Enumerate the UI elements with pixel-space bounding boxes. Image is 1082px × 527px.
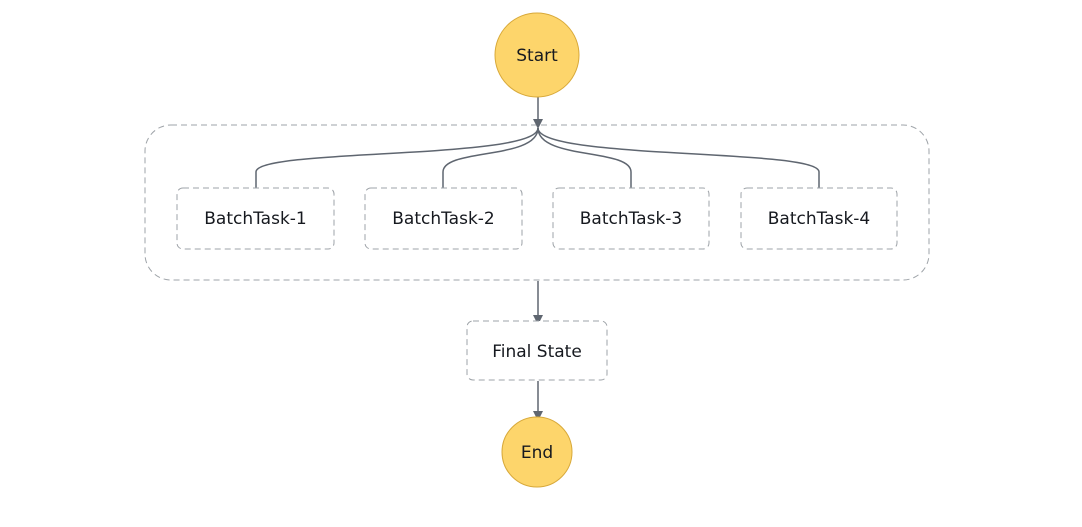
batchtask-1-box <box>176 187 335 250</box>
batchtask-3-label: BatchTask-3 <box>580 209 683 229</box>
batchtask-2-box <box>364 187 523 250</box>
batchtask-2-node[interactable]: BatchTask-2 <box>364 187 523 250</box>
start-circle <box>494 12 580 98</box>
batchtask-1-node[interactable]: BatchTask-1 <box>176 187 335 250</box>
end-node[interactable]: End <box>501 416 573 488</box>
batchtask-1-label: BatchTask-1 <box>204 209 307 229</box>
batchtask-4-box <box>740 187 898 250</box>
edge-fork-to-batchtask-3 <box>537 127 632 188</box>
edge-fork-to-batchtask-1 <box>255 127 539 188</box>
batchtask-3-node[interactable]: BatchTask-3 <box>552 187 710 250</box>
batchtask-2-label: BatchTask-2 <box>392 209 495 229</box>
batchtask-4-label: BatchTask-4 <box>768 209 871 229</box>
edge-fork-to-batchtask-4 <box>537 127 820 188</box>
final-state-node[interactable]: Final State <box>466 320 608 381</box>
batchtask-3-box <box>552 187 710 250</box>
end-label: End <box>521 443 553 463</box>
edge-fork-to-batchtask-2 <box>442 127 539 188</box>
start-label: Start <box>516 46 558 66</box>
batchtask-4-node[interactable]: BatchTask-4 <box>740 187 898 250</box>
final-state-box <box>466 320 608 381</box>
end-circle <box>501 416 573 488</box>
start-node[interactable]: Start <box>494 12 580 98</box>
final-state-label: Final State <box>492 342 582 362</box>
